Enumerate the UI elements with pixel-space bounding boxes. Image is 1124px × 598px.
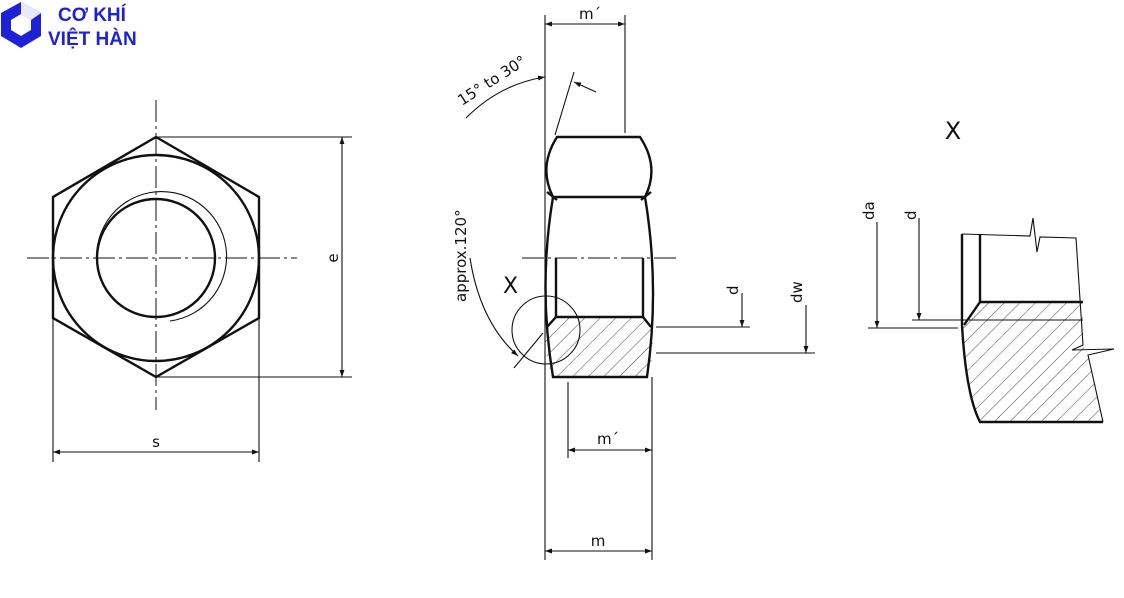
detail-dimension-d-label: d bbox=[902, 210, 920, 220]
dimension-da-label: da bbox=[860, 201, 878, 220]
detail-x-marker: X bbox=[503, 274, 518, 299]
chamfer-angle-label: 15° to 30° bbox=[454, 52, 529, 109]
dimension-m-prime-top-label: m´ bbox=[579, 5, 601, 23]
logo-line2: VIỆT HÀN bbox=[48, 28, 137, 50]
dimension-s-label: s bbox=[152, 433, 160, 451]
logo-line1: CƠ KHÍ bbox=[58, 4, 127, 26]
dimension-e-label: e bbox=[324, 253, 342, 262]
detail-view: X da d bbox=[860, 117, 1115, 424]
countersink-angle-label: approx.120° bbox=[452, 209, 470, 302]
logo: CƠ KHÍ VIỆT HÀN bbox=[1, 2, 137, 50]
dimension-dw-label: dw bbox=[788, 281, 806, 303]
dimension-m-label: m bbox=[591, 532, 606, 550]
side-view: m´ 15° to 30° X approx.120° d dw m´ m bbox=[452, 5, 815, 560]
front-view: e s bbox=[27, 100, 352, 462]
dimension-d-label: d bbox=[724, 285, 742, 295]
detail-title: X bbox=[945, 117, 961, 145]
dimension-m-prime-bottom-label: m´ bbox=[597, 430, 619, 448]
